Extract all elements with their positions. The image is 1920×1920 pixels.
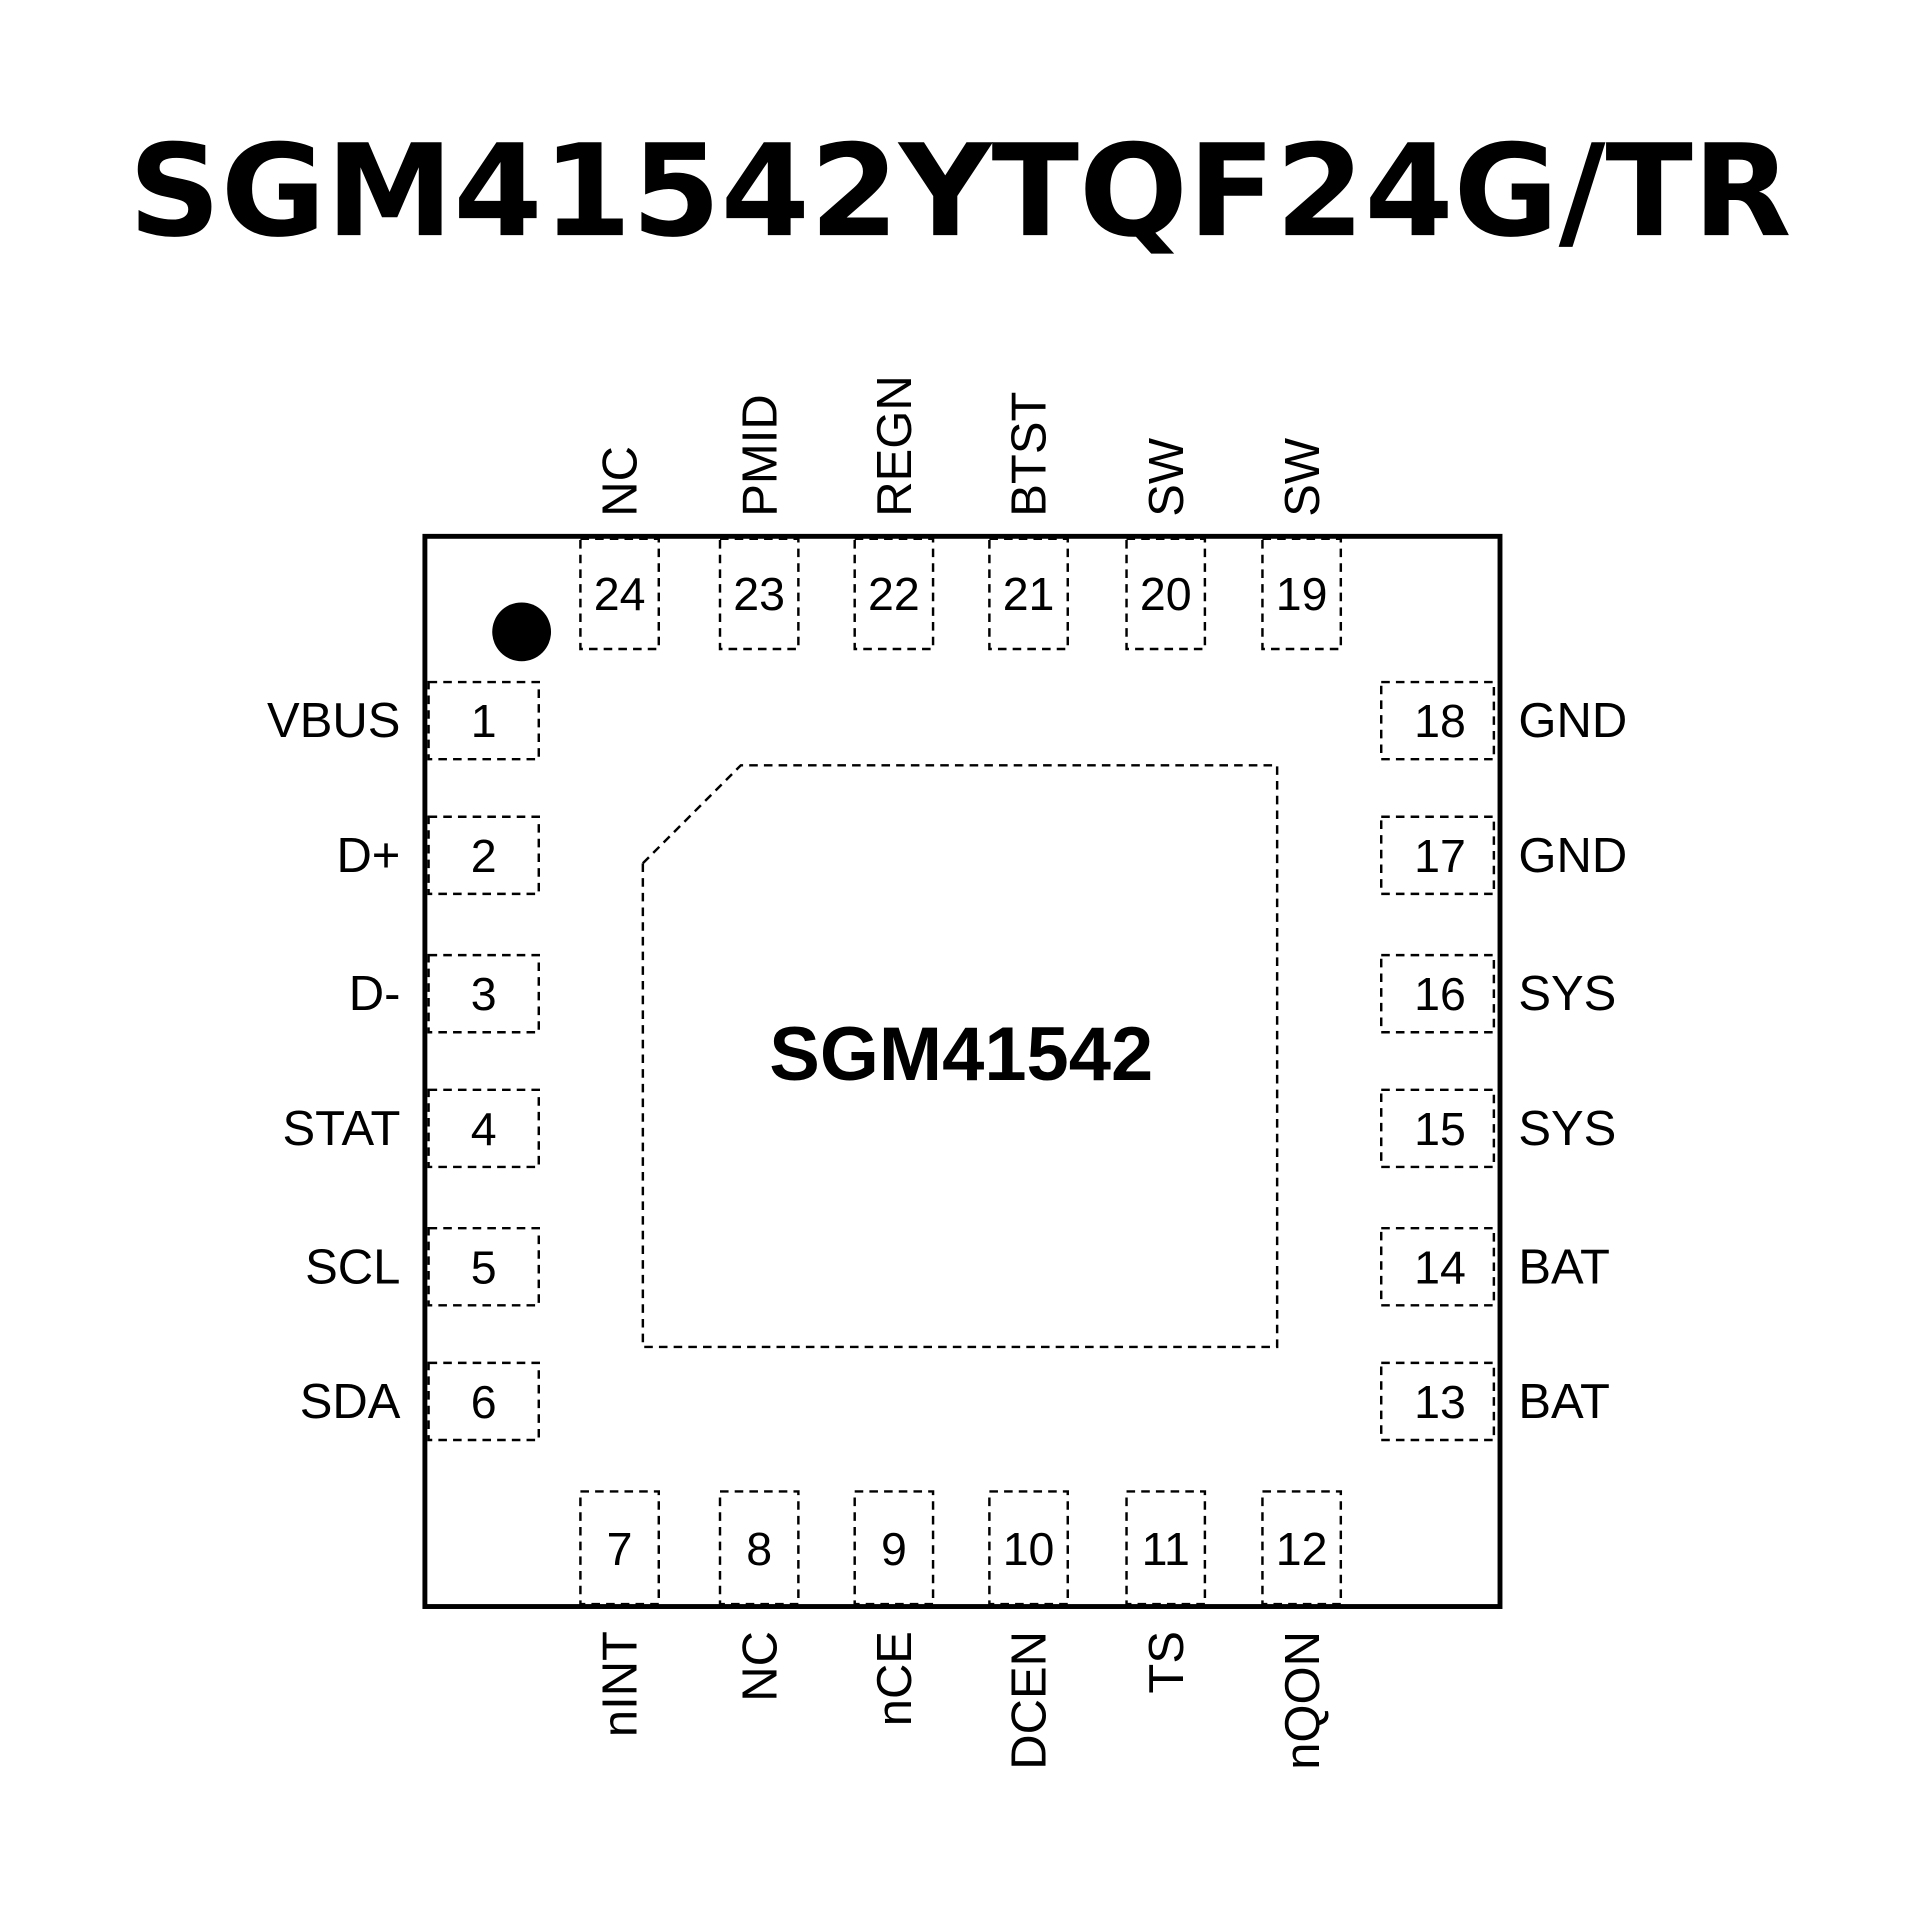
- pin-label-11: TS: [1140, 1631, 1194, 1694]
- pin-label-12: nQON: [1276, 1631, 1330, 1770]
- pin-number-24: 24: [594, 568, 646, 620]
- pin-number-23: 23: [733, 568, 785, 620]
- pin-pad-12: [1261, 1490, 1343, 1606]
- pin-pad-20: [1125, 537, 1207, 651]
- pin-label-20: SW: [1140, 437, 1194, 517]
- pin-label-18: GND: [1518, 694, 1627, 748]
- part-number-title: SGM41542YTQF24G/TR: [129, 118, 1792, 266]
- pin-pad-24: [579, 537, 660, 651]
- pin-label-4: STAT: [283, 1102, 401, 1156]
- pin-pad-4: [427, 1088, 540, 1169]
- pin-pad-19: [1261, 537, 1343, 651]
- pin-label-21: BTST: [1003, 392, 1057, 517]
- pin-number-10: 10: [1003, 1523, 1055, 1575]
- pin-label-2: D+: [336, 829, 400, 883]
- pin-label-17: GND: [1518, 829, 1627, 883]
- pin-number-20: 20: [1140, 568, 1192, 620]
- pin-number-9: 9: [881, 1523, 907, 1575]
- pin-number-17: 17: [1414, 830, 1466, 882]
- pin-pad-7: [579, 1490, 660, 1606]
- pin-pad-16: [1380, 953, 1496, 1034]
- pin-number-11: 11: [1142, 1523, 1190, 1575]
- pin-number-2: 2: [471, 830, 497, 882]
- pin-pad-3: [427, 953, 540, 1034]
- pin-number-8: 8: [746, 1523, 772, 1575]
- pin-pad-22: [853, 537, 935, 651]
- pin-label-22: REGN: [868, 375, 922, 516]
- pin-label-3: D-: [349, 967, 401, 1021]
- pin1-marker-dot: [492, 602, 552, 662]
- pin-pad-23: [718, 537, 800, 651]
- exposed-pad: [641, 764, 1279, 1349]
- pin-label-13: BAT: [1518, 1375, 1610, 1429]
- pin-label-10: DCEN: [1003, 1631, 1057, 1770]
- pin-pad-14: [1380, 1226, 1496, 1307]
- chip-center-label: SGM41542: [769, 1012, 1153, 1097]
- pin-pad-15: [1380, 1088, 1496, 1169]
- pin-pad-5: [427, 1226, 540, 1307]
- pin-number-6: 6: [471, 1376, 497, 1428]
- pin-pad-17: [1380, 815, 1496, 896]
- pin-number-4: 4: [471, 1103, 497, 1155]
- pin-label-6: SDA: [300, 1375, 401, 1429]
- pin-label-19: SW: [1276, 437, 1330, 517]
- pin-label-16: SYS: [1518, 967, 1616, 1021]
- pin-label-24: NC: [594, 446, 648, 517]
- pin-pad-10: [988, 1490, 1069, 1606]
- pin-pad-6: [427, 1361, 540, 1442]
- pin-pad-21: [988, 537, 1069, 651]
- pin-pad-8: [718, 1490, 800, 1606]
- pin-number-5: 5: [471, 1241, 497, 1293]
- pin-number-22: 22: [868, 568, 920, 620]
- pin-label-23: PMID: [733, 394, 787, 516]
- pin-number-12: 12: [1276, 1523, 1328, 1575]
- pin-pad-1: [427, 680, 540, 761]
- pin-pad-2: [427, 815, 540, 896]
- pin-pad-11: [1125, 1490, 1207, 1606]
- pin-number-15: 15: [1414, 1103, 1466, 1155]
- pin-pad-18: [1380, 680, 1496, 761]
- pin-label-14: BAT: [1518, 1240, 1610, 1294]
- pin-label-8: NC: [733, 1631, 787, 1702]
- pin-number-16: 16: [1414, 968, 1466, 1020]
- pin-number-13: 13: [1414, 1376, 1466, 1428]
- pin-number-7: 7: [607, 1523, 633, 1575]
- pin-number-21: 21: [1003, 568, 1055, 620]
- pin-label-5: SCL: [305, 1240, 400, 1294]
- pin-label-15: SYS: [1518, 1102, 1616, 1156]
- pin-label-1: VBUS: [267, 694, 400, 748]
- pin-label-7: nINT: [594, 1631, 648, 1737]
- pin-number-1: 1: [471, 695, 497, 747]
- chip-outline: [422, 533, 1503, 1609]
- pin-number-19: 19: [1276, 568, 1328, 620]
- pin-label-9: nCE: [868, 1631, 922, 1726]
- pin-number-14: 14: [1414, 1241, 1466, 1293]
- pin-pad-13: [1380, 1361, 1496, 1442]
- pin-number-18: 18: [1414, 695, 1466, 747]
- pin-pad-9: [853, 1490, 935, 1606]
- pin-number-3: 3: [471, 968, 497, 1020]
